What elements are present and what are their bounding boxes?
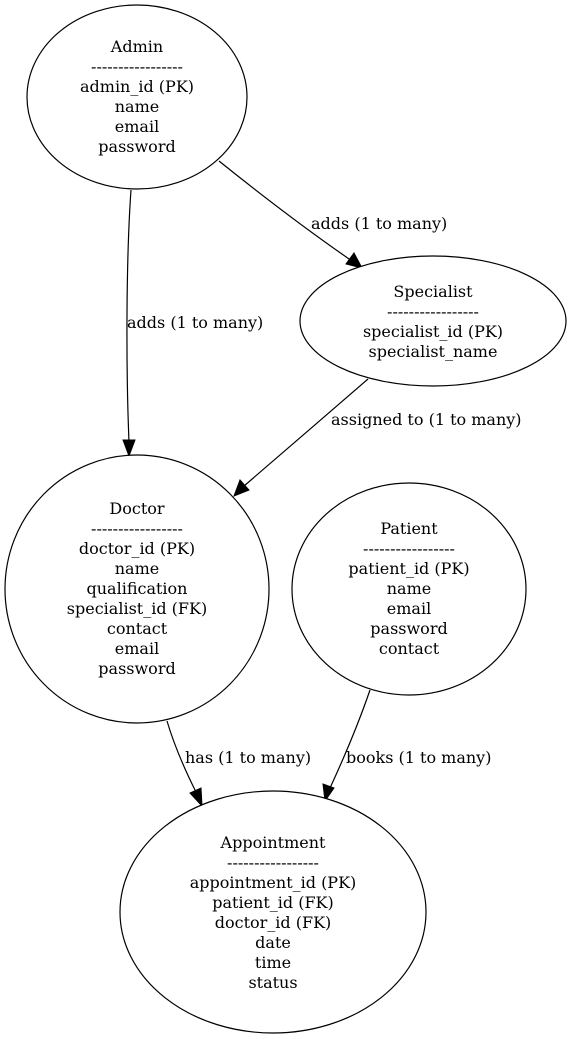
entity-field: patient_id (PK) xyxy=(348,559,469,578)
entity-field: email xyxy=(115,639,159,658)
entity-divider: ----------------- xyxy=(91,57,183,76)
entity-shape xyxy=(291,482,527,696)
entity-divider: ----------------- xyxy=(227,853,319,872)
arrowhead-icon xyxy=(122,439,136,458)
entity-shape xyxy=(26,4,248,190)
edge-specialist-doctor: assigned to (1 to many) xyxy=(233,378,522,497)
entity-patient: Patient ----------------- patient_id (PK… xyxy=(291,482,527,696)
entity-field: patient_id (FK) xyxy=(212,893,334,912)
edge-label: has (1 to many) xyxy=(185,748,311,767)
entity-shape xyxy=(119,790,427,1034)
entity-field: admin_id (PK) xyxy=(80,77,194,96)
entity-divider: ----------------- xyxy=(363,539,455,558)
entity-field: status xyxy=(248,973,297,992)
entity-field: contact xyxy=(107,619,168,638)
arrowhead-icon xyxy=(189,787,203,808)
edge-patient-appointment: books (1 to many) xyxy=(322,689,491,803)
edge-line xyxy=(329,689,371,789)
entity-field: date xyxy=(255,933,291,952)
entity-divider: ----------------- xyxy=(387,302,479,321)
edge-admin-specialist: adds (1 to many) xyxy=(218,160,447,269)
arrowhead-icon xyxy=(322,783,335,803)
entity-field: password xyxy=(370,619,447,638)
entity-field: specialist_name xyxy=(369,342,498,361)
edge-label: books (1 to many) xyxy=(346,748,491,767)
entity-field: name xyxy=(115,97,159,116)
entity-field: email xyxy=(387,599,431,618)
edge-line xyxy=(126,189,132,443)
entity-field: password xyxy=(98,137,175,156)
edge-doctor-appointment: has (1 to many) xyxy=(166,720,311,808)
edge-line xyxy=(243,378,369,487)
entity-title: Patient xyxy=(380,519,438,538)
edge-line xyxy=(218,160,353,262)
edge-label: adds (1 to many) xyxy=(311,214,447,233)
entity-title: Doctor xyxy=(109,499,164,518)
entity-title: Specialist xyxy=(393,282,473,301)
entity-shape xyxy=(299,255,567,387)
entity-title: Admin xyxy=(110,37,163,56)
entity-appointment: Appointment ----------------- appointmen… xyxy=(119,790,427,1034)
entity-field: specialist_id (FK) xyxy=(67,599,207,618)
entity-field: contact xyxy=(379,639,440,658)
entity-title: Appointment xyxy=(220,833,326,852)
entity-field: time xyxy=(255,953,291,972)
entity-divider: ----------------- xyxy=(91,519,183,538)
entity-field: password xyxy=(98,659,175,678)
entity-field: appointment_id (PK) xyxy=(190,873,357,892)
entity-field: qualification xyxy=(87,579,188,598)
edge-admin-doctor: adds (1 to many) xyxy=(122,189,263,458)
edge-label: assigned to (1 to many) xyxy=(331,410,522,429)
arrowhead-icon xyxy=(233,479,250,497)
entity-doctor: Doctor ----------------- doctor_id (PK) … xyxy=(4,454,270,724)
edge-line xyxy=(166,720,197,793)
entity-field: name xyxy=(387,579,431,598)
edge-label: adds (1 to many) xyxy=(127,313,263,332)
entity-field: specialist_id (PK) xyxy=(363,322,503,341)
arrowhead-icon xyxy=(345,252,363,269)
entity-admin: Admin ----------------- admin_id (PK) na… xyxy=(26,4,248,190)
entity-field: doctor_id (PK) xyxy=(79,539,195,558)
entity-specialist: Specialist ----------------- specialist_… xyxy=(299,255,567,387)
entity-field: doctor_id (FK) xyxy=(215,913,332,932)
entity-shape xyxy=(4,454,270,724)
entity-field: email xyxy=(115,117,159,136)
entity-field: name xyxy=(115,559,159,578)
